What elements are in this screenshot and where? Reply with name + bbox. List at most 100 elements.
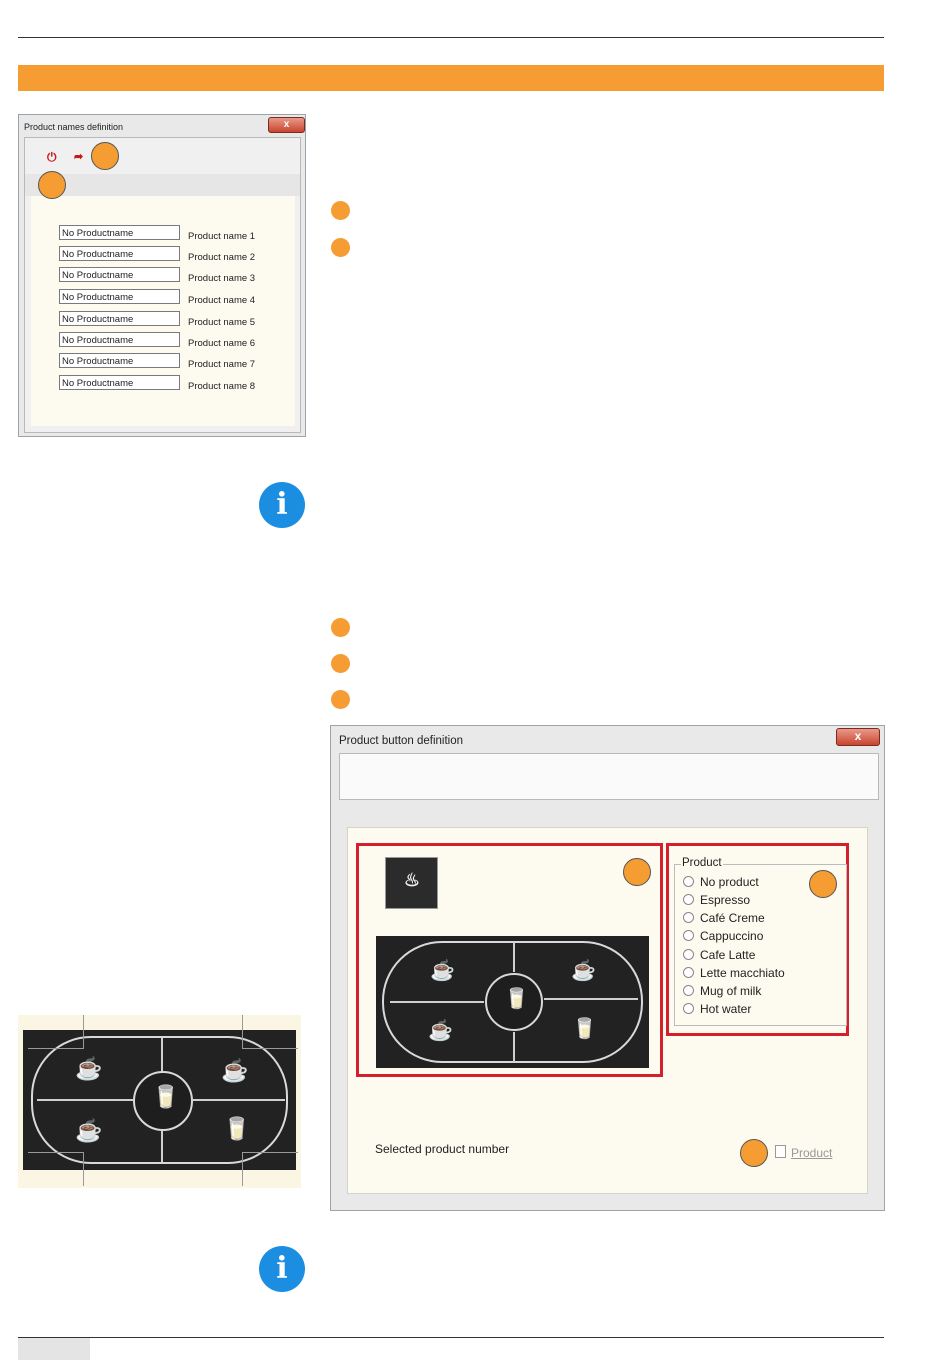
radio-button[interactable] bbox=[683, 967, 694, 978]
product-radio-group: Product No product Espresso Café Creme C… bbox=[674, 857, 847, 1026]
center-ring bbox=[133, 1071, 193, 1131]
radio-mug-of-milk[interactable]: Mug of milk bbox=[683, 984, 761, 1000]
product-name-label: Product name 3 bbox=[188, 273, 256, 284]
callout-bullet bbox=[331, 618, 350, 637]
callout-marker bbox=[623, 858, 651, 886]
radio-label: Espresso bbox=[700, 893, 751, 907]
product-name-input[interactable]: No Productname bbox=[59, 375, 180, 390]
radio-button[interactable] bbox=[683, 894, 694, 905]
cafe-creme-button[interactable]: ☕ bbox=[571, 960, 596, 982]
close-button[interactable]: x bbox=[836, 728, 880, 746]
callout-marker bbox=[809, 870, 837, 898]
callout-bullet bbox=[331, 690, 350, 709]
product-name-input[interactable]: No Productname bbox=[59, 353, 180, 368]
radio-label: Cappuccino bbox=[700, 929, 764, 943]
radio-button[interactable] bbox=[683, 985, 694, 996]
radio-button[interactable] bbox=[683, 930, 694, 941]
product-button-label: Product bbox=[791, 1146, 833, 1160]
callout-marker bbox=[91, 142, 119, 170]
corner-marker bbox=[28, 1015, 84, 1049]
bottom-rule bbox=[18, 1337, 884, 1338]
product-name-label: Product name 5 bbox=[188, 317, 256, 328]
callout-bullet bbox=[331, 201, 350, 220]
divider bbox=[544, 998, 638, 1000]
radio-label: Cafe Latte bbox=[700, 948, 756, 962]
product-name-input[interactable]: No Productname bbox=[59, 332, 180, 347]
window-title: Product button definition bbox=[339, 735, 464, 747]
radio-button[interactable] bbox=[683, 949, 694, 960]
product-name-label: Product name 1 bbox=[188, 231, 256, 242]
product-name-input[interactable]: No Productname bbox=[59, 289, 180, 304]
selected-product-number-label: Selected product number bbox=[375, 1142, 510, 1156]
product-name-label: Product name 7 bbox=[188, 359, 256, 370]
toolbar-strip bbox=[25, 174, 300, 196]
window-title: Product names definition bbox=[24, 122, 124, 132]
callout-marker bbox=[740, 1139, 768, 1167]
product-button-panel: ♨ ☕ ☕ 🥛 ☕ 🥛 Product No product bbox=[347, 827, 868, 1194]
power-icon[interactable]: ⏻ bbox=[47, 150, 57, 164]
center-ring bbox=[485, 973, 543, 1031]
radio-no-product[interactable]: No product bbox=[683, 875, 759, 891]
radio-espresso[interactable]: Espresso bbox=[683, 893, 750, 909]
radio-label: Lette macchiato bbox=[700, 966, 785, 980]
mug-icon: 🥛 bbox=[223, 1116, 251, 1141]
keypad-outline bbox=[382, 941, 643, 1063]
radio-cafe-latte[interactable]: Cafe Latte bbox=[683, 948, 755, 964]
cappuccino-button[interactable]: ☕ bbox=[428, 1020, 453, 1042]
toolbar-area bbox=[339, 753, 879, 800]
divider bbox=[193, 1099, 285, 1101]
coffee-cup-icon: ☕ bbox=[221, 1058, 249, 1083]
product-name-input[interactable]: No Productname bbox=[59, 225, 180, 240]
radio-label: Hot water bbox=[700, 1002, 752, 1016]
cappuccino-cup-icon: ☕ bbox=[75, 1118, 103, 1143]
product-name-label: Product name 6 bbox=[188, 338, 256, 349]
product-name-label: Product name 4 bbox=[188, 295, 256, 306]
product-button[interactable]: Product bbox=[775, 1145, 832, 1160]
group-title: Product bbox=[681, 857, 723, 869]
product-names-panel: No Productname Product name 1 No Product… bbox=[31, 196, 295, 426]
product-name-label: Product name 2 bbox=[188, 252, 256, 263]
latte-glass-icon: 🥛 bbox=[152, 1084, 180, 1109]
radio-button[interactable] bbox=[683, 876, 694, 887]
product-button-window: Product button definition x ♨ ☕ ☕ 🥛 ☕ 🥛 bbox=[330, 725, 885, 1211]
keypad-illustration: ☕ ☕ 🥛 ☕ 🥛 bbox=[23, 1030, 296, 1170]
top-rule bbox=[18, 37, 884, 38]
keypad-selection-frame: ♨ ☕ ☕ 🥛 ☕ 🥛 bbox=[356, 843, 663, 1077]
product-name-input[interactable]: No Productname bbox=[59, 311, 180, 326]
hot-water-button[interactable]: ♨ bbox=[385, 857, 438, 909]
divider bbox=[390, 1001, 484, 1003]
radio-cappuccino[interactable]: Cappuccino bbox=[683, 929, 763, 945]
espresso-button[interactable]: ☕ bbox=[430, 960, 455, 982]
divider bbox=[513, 1032, 515, 1062]
window-client: ⏻ ➦ No Productname Product name 1 No Pro… bbox=[24, 137, 301, 433]
product-name-input[interactable]: No Productname bbox=[59, 267, 180, 282]
mug-of-milk-button[interactable]: 🥛 bbox=[572, 1018, 597, 1040]
product-selection-frame: Product No product Espresso Café Creme C… bbox=[666, 843, 849, 1036]
radio-hot-water[interactable]: Hot water bbox=[683, 1002, 751, 1018]
keypad-outline bbox=[31, 1036, 288, 1164]
radio-label: No product bbox=[700, 875, 759, 889]
product-name-input[interactable]: No Productname bbox=[59, 246, 180, 261]
product-names-window: Product names definition x ⏻ ➦ No Produc… bbox=[18, 114, 306, 437]
corner-marker bbox=[242, 1152, 298, 1186]
info-icon: i bbox=[259, 482, 305, 528]
radio-latte-macchiato[interactable]: Lette macchiato bbox=[683, 966, 785, 982]
radio-button[interactable] bbox=[683, 912, 694, 923]
document-icon bbox=[775, 1145, 786, 1158]
callout-bullet bbox=[331, 238, 350, 257]
callout-bullet bbox=[331, 654, 350, 673]
close-button[interactable]: x bbox=[268, 117, 305, 133]
radio-button[interactable] bbox=[683, 1003, 694, 1014]
radio-cafe-creme[interactable]: Café Creme bbox=[683, 911, 765, 927]
divider bbox=[161, 1038, 163, 1072]
espresso-cup-icon: ☕ bbox=[75, 1056, 103, 1081]
info-icon: i bbox=[259, 1246, 305, 1292]
divider bbox=[161, 1130, 163, 1162]
export-icon[interactable]: ➦ bbox=[74, 151, 84, 163]
latte-macchiato-button[interactable]: 🥛 bbox=[504, 988, 529, 1010]
section-header-bar bbox=[18, 65, 884, 91]
corner-marker bbox=[242, 1015, 298, 1049]
radio-label: Café Creme bbox=[700, 911, 765, 925]
radio-label: Mug of milk bbox=[700, 984, 762, 998]
divider bbox=[37, 1099, 133, 1101]
